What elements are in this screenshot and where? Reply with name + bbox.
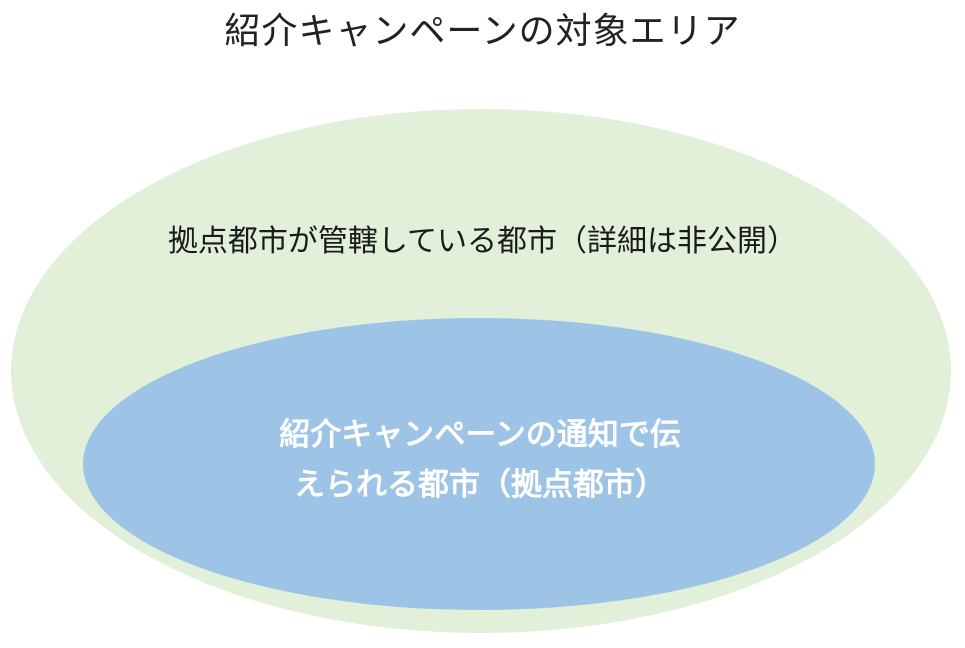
outer-region-label: 拠点都市が管轄している都市（詳細は非公開） xyxy=(167,224,798,259)
diagram-title: 紹介キャンペーンの対象エリア xyxy=(224,11,741,52)
inner-region-label-line2: えられる都市（拠点都市） xyxy=(294,467,666,503)
inner-region-label: 紹介キャンペーンの通知で伝 えられる都市（拠点都市） xyxy=(200,410,760,510)
inner-region-ellipse xyxy=(83,318,875,610)
inner-region-label-line1: 紹介キャンペーンの通知で伝 xyxy=(279,417,681,453)
